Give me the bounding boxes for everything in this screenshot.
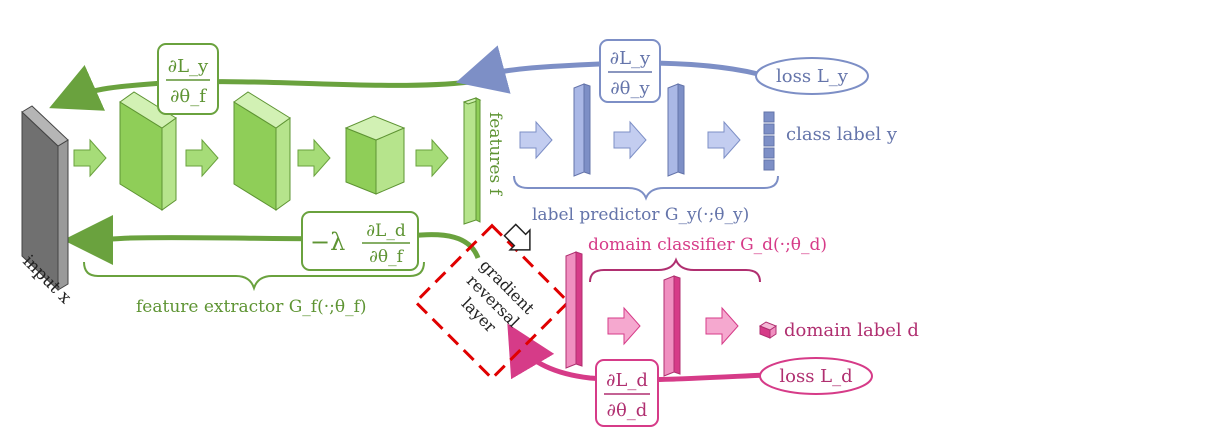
conv-block-1 [119,91,177,211]
features-label: features f [485,112,505,197]
grad-box-ld-thetad: ∂L_d ∂θ_d [595,359,659,427]
conv-block-3 [344,115,406,195]
label-predictor-layers [573,83,685,177]
loss-ly-node: loss L_y [755,57,869,95]
svg-text:loss L_y: loss L_y [776,66,849,87]
svg-text:∂L_y: ∂L_y [610,48,651,69]
gradient-reversal-box [413,223,571,381]
grad-box-ly-thetaf: ∂L_y ∂θ_f [157,43,219,115]
forward-arrows-pink [607,306,739,346]
class-label-text: class label y [786,124,898,145]
conv-block-2 [233,91,291,211]
grad-box-ly-thetay: ∂L_y ∂θ_y [599,39,661,103]
svg-text:∂θ_d: ∂θ_d [607,400,648,421]
grad-box-reversal: −λ ∂L_d ∂θ_f [301,211,419,271]
domain-classifier-label: domain classifier G_d(·;θ_d) [588,235,827,255]
svg-text:∂L_d: ∂L_d [366,221,406,241]
class-label-output [763,111,775,171]
domain-classifier-layers [565,251,681,377]
label-predictor-brace [513,175,779,201]
svg-text:∂θ_f: ∂θ_f [170,86,207,107]
svg-text:loss L_d: loss L_d [779,366,852,387]
backprop-arrow-bottom-green [63,214,481,265]
svg-text:∂L_d: ∂L_d [606,370,648,391]
feature-extractor-label: feature extractor G_f(·;θ_f) [136,297,367,317]
backprop-arrow-blue [455,45,759,94]
svg-text:∂L_y: ∂L_y [168,56,209,77]
feature-extractor-brace [83,261,425,292]
svg-text:∂θ_y: ∂θ_y [610,78,650,99]
forward-arrows-blue [519,120,741,160]
reversal-input-arrow [503,223,531,251]
input-image [21,105,69,292]
forward-arrows-green [73,138,449,178]
domain-label-text: domain label d [784,320,919,341]
loss-ld-node: loss L_d [759,357,873,395]
label-predictor-label: label predictor G_y(·;θ_y) [532,205,749,225]
gradient-reversal-label: gradient reversal layer [458,256,539,337]
svg-text:−λ: −λ [310,228,345,256]
features-vector [462,97,482,225]
domain-label-cube [758,321,778,339]
domain-classifier-brace [589,257,761,283]
svg-text:∂θ_f: ∂θ_f [369,247,405,267]
